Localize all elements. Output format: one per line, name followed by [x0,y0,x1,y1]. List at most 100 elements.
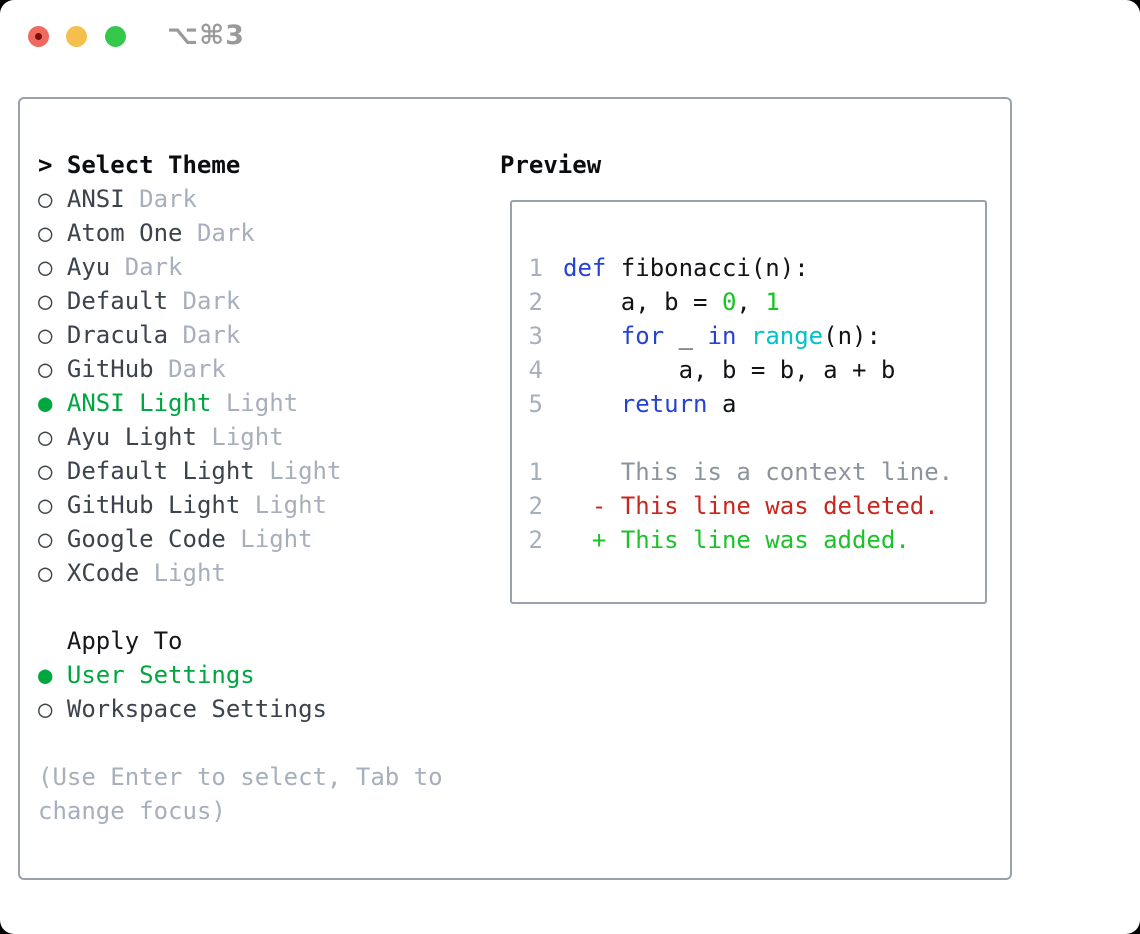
line-number: 5 [528,390,543,418]
theme-picker-panel: >Select Theme ○ ANSI Dark○ Atom One Dark… [18,97,1012,880]
theme-variant-label: Light [225,389,299,417]
theme-option-label: XCode [66,559,154,587]
help-text: (Use Enter to select, Tab to change focu… [38,763,443,825]
line-number: 2 [528,526,543,554]
code-line: 5 return a [528,387,985,421]
theme-option-atom-one[interactable]: ○ Atom One Dark [38,216,341,250]
diff-preview: 1 This is a context line.2 - This line w… [528,455,985,557]
theme-option-default-light[interactable]: ○ Default Light Light [38,454,341,488]
theme-variant-label: Light [240,525,313,553]
theme-option-default[interactable]: ○ Default Dark [38,284,341,318]
line-number: 4 [528,356,543,384]
theme-variant-label: Dark [182,287,241,315]
theme-option-label: GitHub [66,355,169,383]
theme-list-block: >Select Theme ○ ANSI Dark○ Atom One Dark… [38,148,341,590]
code-token-plain: a [707,390,737,418]
apply-option-label: User Settings [66,661,255,689]
apply-option-label: Workspace Settings [66,695,327,723]
radio-icon: ○ [38,185,67,213]
theme-option-label: ANSI Light [66,389,226,417]
code-token-plain: fibonacci(n): [606,254,809,282]
code-token-kw: for [620,322,665,350]
code-token-kw: return [620,390,708,418]
theme-option-label: GitHub Light [66,491,255,519]
theme-option-label: Atom One [66,219,197,247]
code-token-plain: (n): [823,322,881,350]
code-token-plain: a, b = b, a + b [563,356,896,384]
code-token-num: 0 [721,288,737,316]
selected-radio-icon: ● [38,661,67,689]
theme-list-title: Select Theme [66,151,241,179]
code-token-plain: , [736,288,766,316]
theme-list: ○ ANSI Dark○ Atom One Dark○ Ayu Dark○ De… [38,182,341,590]
apply-to-list: ● User Settings○ Workspace Settings [38,658,327,726]
theme-option-label: Google Code [66,525,241,553]
radio-icon: ○ [38,355,67,383]
line-number: 3 [528,322,543,350]
theme-option-github-light[interactable]: ○ GitHub Light Light [38,488,341,522]
theme-option-label: Default [66,287,183,315]
theme-list-header: > Select Theme [38,148,341,182]
code-line: 4 a, b = b, a + b [528,353,985,387]
code-token-kw: def [563,254,607,282]
apply-to-block: Apply To ● User Settings○ Workspace Sett… [38,624,327,726]
radio-icon: ○ [38,695,67,723]
code-token-plain: _ [664,322,708,350]
radio-icon: ○ [38,491,67,519]
theme-option-github[interactable]: ○ GitHub Dark [38,352,341,386]
theme-option-ansi[interactable]: ○ ANSI Dark [38,182,341,216]
radio-icon: ○ [38,321,67,349]
code-token-del: - This line was deleted. [563,492,939,520]
code-line: 1 def fibonacci(n): [528,251,985,285]
code-token-plain [736,322,750,350]
theme-option-xcode[interactable]: ○ XCode Light [38,556,341,590]
radio-icon: ○ [38,457,67,485]
focus-caret-icon: > [38,151,53,179]
theme-variant-label: Light [269,457,342,485]
code-token-plain: a, b = [563,288,722,316]
theme-variant-label: Dark [168,355,226,383]
radio-icon: ○ [38,559,67,587]
apply-option-workspace-settings[interactable]: ○ Workspace Settings [38,692,327,726]
theme-variant-label: Light [254,491,327,519]
theme-variant-label: Light [153,559,226,587]
theme-option-label: Dracula [66,321,183,349]
code-token-plain [563,322,621,350]
line-number: 1 [528,254,543,282]
diff-line: 2 + This line was added. [528,523,985,557]
radio-icon: ○ [38,525,67,553]
preview-title: Preview [500,151,602,179]
theme-option-label: Ayu [66,253,125,281]
diff-line: 2 - This line was deleted. [528,489,985,523]
theme-option-dracula[interactable]: ○ Dracula Dark [38,318,341,352]
line-number: 2 [528,288,543,316]
code-token-ctx: This is a context line. [563,458,954,486]
code-token-builtin: range [750,322,824,350]
zoom-button[interactable] [105,26,126,47]
apply-to-title: Apply To [66,627,183,655]
close-dot-icon [35,33,42,40]
theme-option-ayu[interactable]: ○ Ayu Dark [38,250,341,284]
theme-option-ansi-light[interactable]: ● ANSI Light Light [38,386,341,420]
code-token-plain [563,390,621,418]
minimize-button[interactable] [66,26,87,47]
theme-option-label: Default Light [66,457,270,485]
apply-option-user-settings[interactable]: ● User Settings [38,658,327,692]
code-line: 3 for _ in range(n): [528,319,985,353]
line-number: 2 [528,492,543,520]
code-line: 2 a, b = 0, 1 [528,285,985,319]
code-token-add: + This line was added. [563,526,910,554]
theme-option-label: ANSI [66,185,140,213]
window-title: ⌥⌘3 [167,20,245,51]
theme-option-label: Ayu Light [66,423,212,451]
theme-option-ayu-light[interactable]: ○ Ayu Light Light [38,420,341,454]
theme-variant-label: Dark [196,219,255,247]
radio-icon: ○ [38,423,67,451]
radio-icon: ○ [38,219,67,247]
theme-option-google-code[interactable]: ○ Google Code Light [38,522,341,556]
close-button[interactable] [28,26,49,47]
theme-variant-label: Dark [182,321,241,349]
